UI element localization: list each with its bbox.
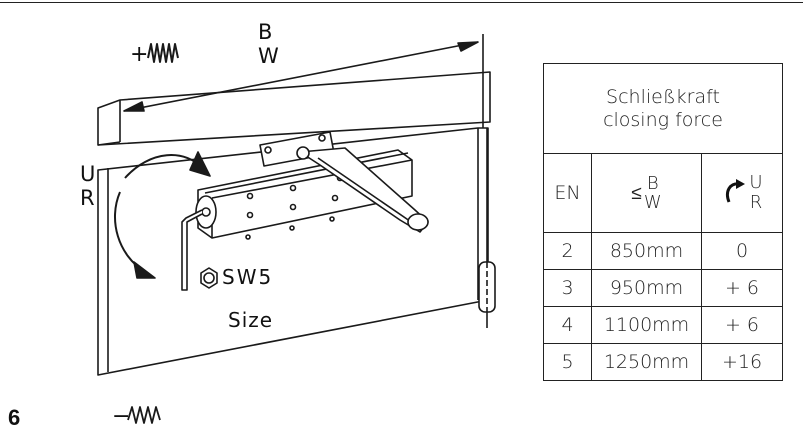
cell-en: 4 — [543, 306, 592, 344]
title-de: Schließkraft — [606, 85, 720, 108]
cell-ur: +16 — [701, 343, 783, 381]
label-u: U — [80, 162, 96, 186]
rotate-arrow-icon — [726, 179, 746, 203]
table-row: 5 1250mm +16 — [543, 343, 783, 381]
spring-plus-icon — [147, 43, 179, 63]
plus-sign: + — [130, 42, 149, 67]
cell-en: 5 — [543, 343, 592, 381]
cell-ur: + 6 — [701, 306, 783, 344]
cell-bw: 850mm — [591, 232, 702, 270]
col-r: R — [749, 192, 763, 213]
cell-en: 2 — [543, 232, 592, 270]
table-row: 3 950mm + 6 — [543, 269, 783, 307]
label-w: W — [258, 44, 279, 68]
dim-arrow-left — [123, 101, 145, 112]
cell-bw: 950mm — [591, 269, 702, 307]
cell-bw: 1100mm — [591, 306, 702, 344]
door-leaf — [97, 127, 489, 376]
table-title: Schließkraft closing force — [543, 63, 783, 154]
spring-minus-icon — [127, 406, 161, 424]
cell-ur: 0 — [701, 232, 783, 270]
hinge-pin — [478, 261, 496, 313]
dim-arrow-right — [457, 41, 479, 52]
size-word: Size — [228, 308, 274, 332]
cell-en: 3 — [543, 269, 592, 307]
col-en: EN — [543, 153, 592, 233]
minus-sign: − — [112, 404, 131, 429]
col-w: W — [643, 192, 662, 213]
cell-ur: + 6 — [701, 269, 783, 307]
title-en: closing force — [603, 108, 723, 131]
table-row: 4 1100mm + 6 — [543, 306, 783, 344]
label-b: B — [258, 20, 273, 44]
frame-beam — [97, 71, 491, 146]
hex-key — [181, 209, 203, 291]
col-u: U — [749, 172, 763, 193]
cell-bw: 1250mm — [591, 343, 702, 381]
table-row: 2 850mm 0 — [543, 232, 783, 270]
top-rule — [0, 2, 803, 3]
figure-number: 6 — [8, 405, 21, 430]
hexagon-socket-icon — [200, 267, 218, 289]
col-b: B — [646, 173, 659, 194]
hex-size-label: SW5 — [222, 265, 274, 289]
le-sign: ≤ — [631, 181, 642, 204]
label-r: R — [80, 186, 95, 210]
